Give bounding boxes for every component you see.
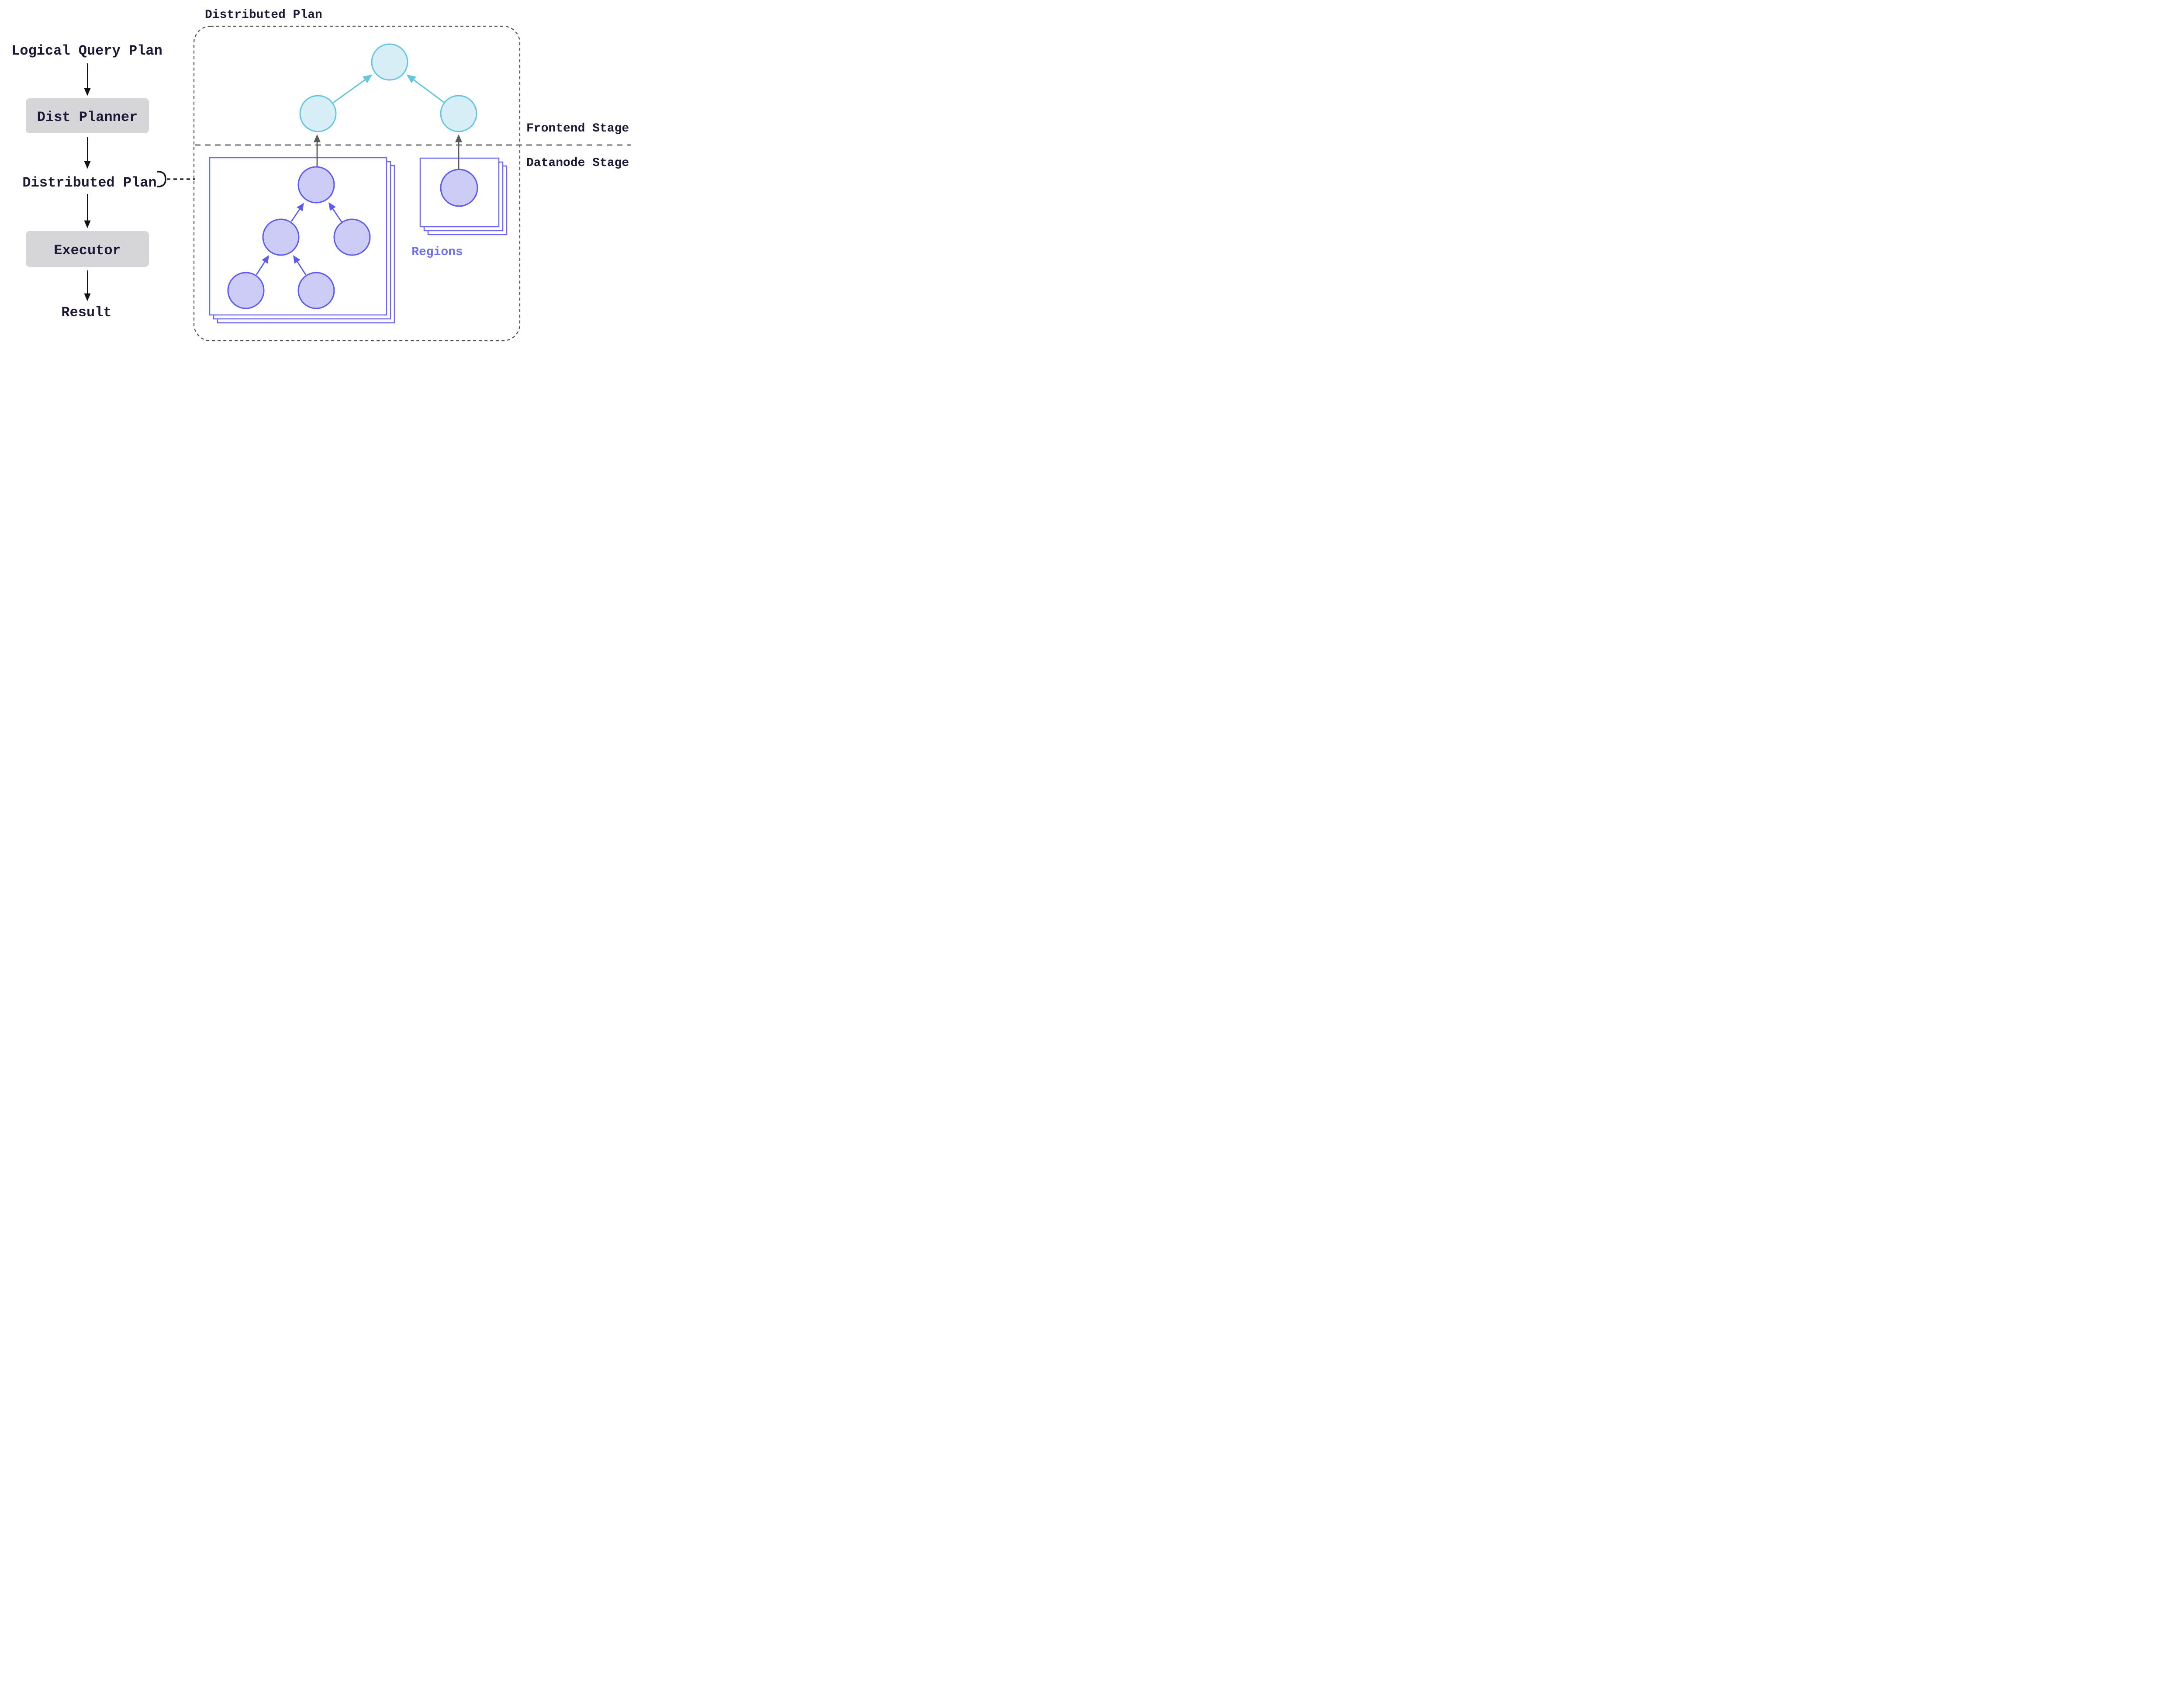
result-label: Result xyxy=(61,304,111,321)
diagram-page: Logical Query Plan Dist Planner Distribu… xyxy=(0,0,638,342)
distributed-plan-panel: Distributed Plan Frontend Stage Datanode… xyxy=(193,8,631,342)
logical-query-plan-label: Logical Query Plan xyxy=(11,43,162,59)
datanode-mid-right-node xyxy=(333,218,371,256)
datanode-stage-label: Datanode Stage xyxy=(526,156,629,170)
arrow-mid-right-to-root xyxy=(328,202,342,222)
arrow-frontend-right-to-root xyxy=(406,74,444,103)
datanode-leaf-left-node xyxy=(227,272,265,309)
distributed-query-diagram: Logical Query Plan Dist Planner Distribu… xyxy=(11,8,631,342)
arrow-leaf-left-to-mid-left xyxy=(256,255,269,275)
arrow-mid-left-to-root xyxy=(290,202,304,222)
brace-connector xyxy=(157,171,166,187)
frontend-stage-label: Frontend Stage xyxy=(526,122,629,135)
executor-label: Executor xyxy=(54,242,121,259)
frontend-left-node xyxy=(299,95,337,132)
datanode-mid-left-node xyxy=(262,218,300,256)
executor-node: Executor xyxy=(26,231,149,267)
datanode-plan-tree xyxy=(227,166,371,309)
datanode-single-node xyxy=(440,169,478,207)
distributed-plan-label: Distributed Plan xyxy=(22,175,156,191)
dist-planner-label: Dist Planner xyxy=(37,109,138,125)
datanode-root-node xyxy=(297,166,335,204)
dist-planner-box xyxy=(26,98,149,133)
dist-planner-node: Dist Planner xyxy=(26,98,149,133)
executor-box xyxy=(26,231,149,267)
datanode-leaf-mid-node xyxy=(297,272,335,309)
frontend-plan-tree xyxy=(299,43,477,132)
regions-label: Regions xyxy=(411,245,463,259)
arrow-leaf-mid-to-mid-left xyxy=(293,255,307,275)
frontend-root-node xyxy=(371,43,408,81)
frontend-right-node xyxy=(440,95,477,132)
panel-title: Distributed Plan xyxy=(205,8,322,22)
arrow-frontend-left-to-root xyxy=(333,74,373,104)
left-flow-column: Logical Query Plan Dist Planner Distribu… xyxy=(11,43,195,321)
panel-dashed-border xyxy=(193,25,521,342)
